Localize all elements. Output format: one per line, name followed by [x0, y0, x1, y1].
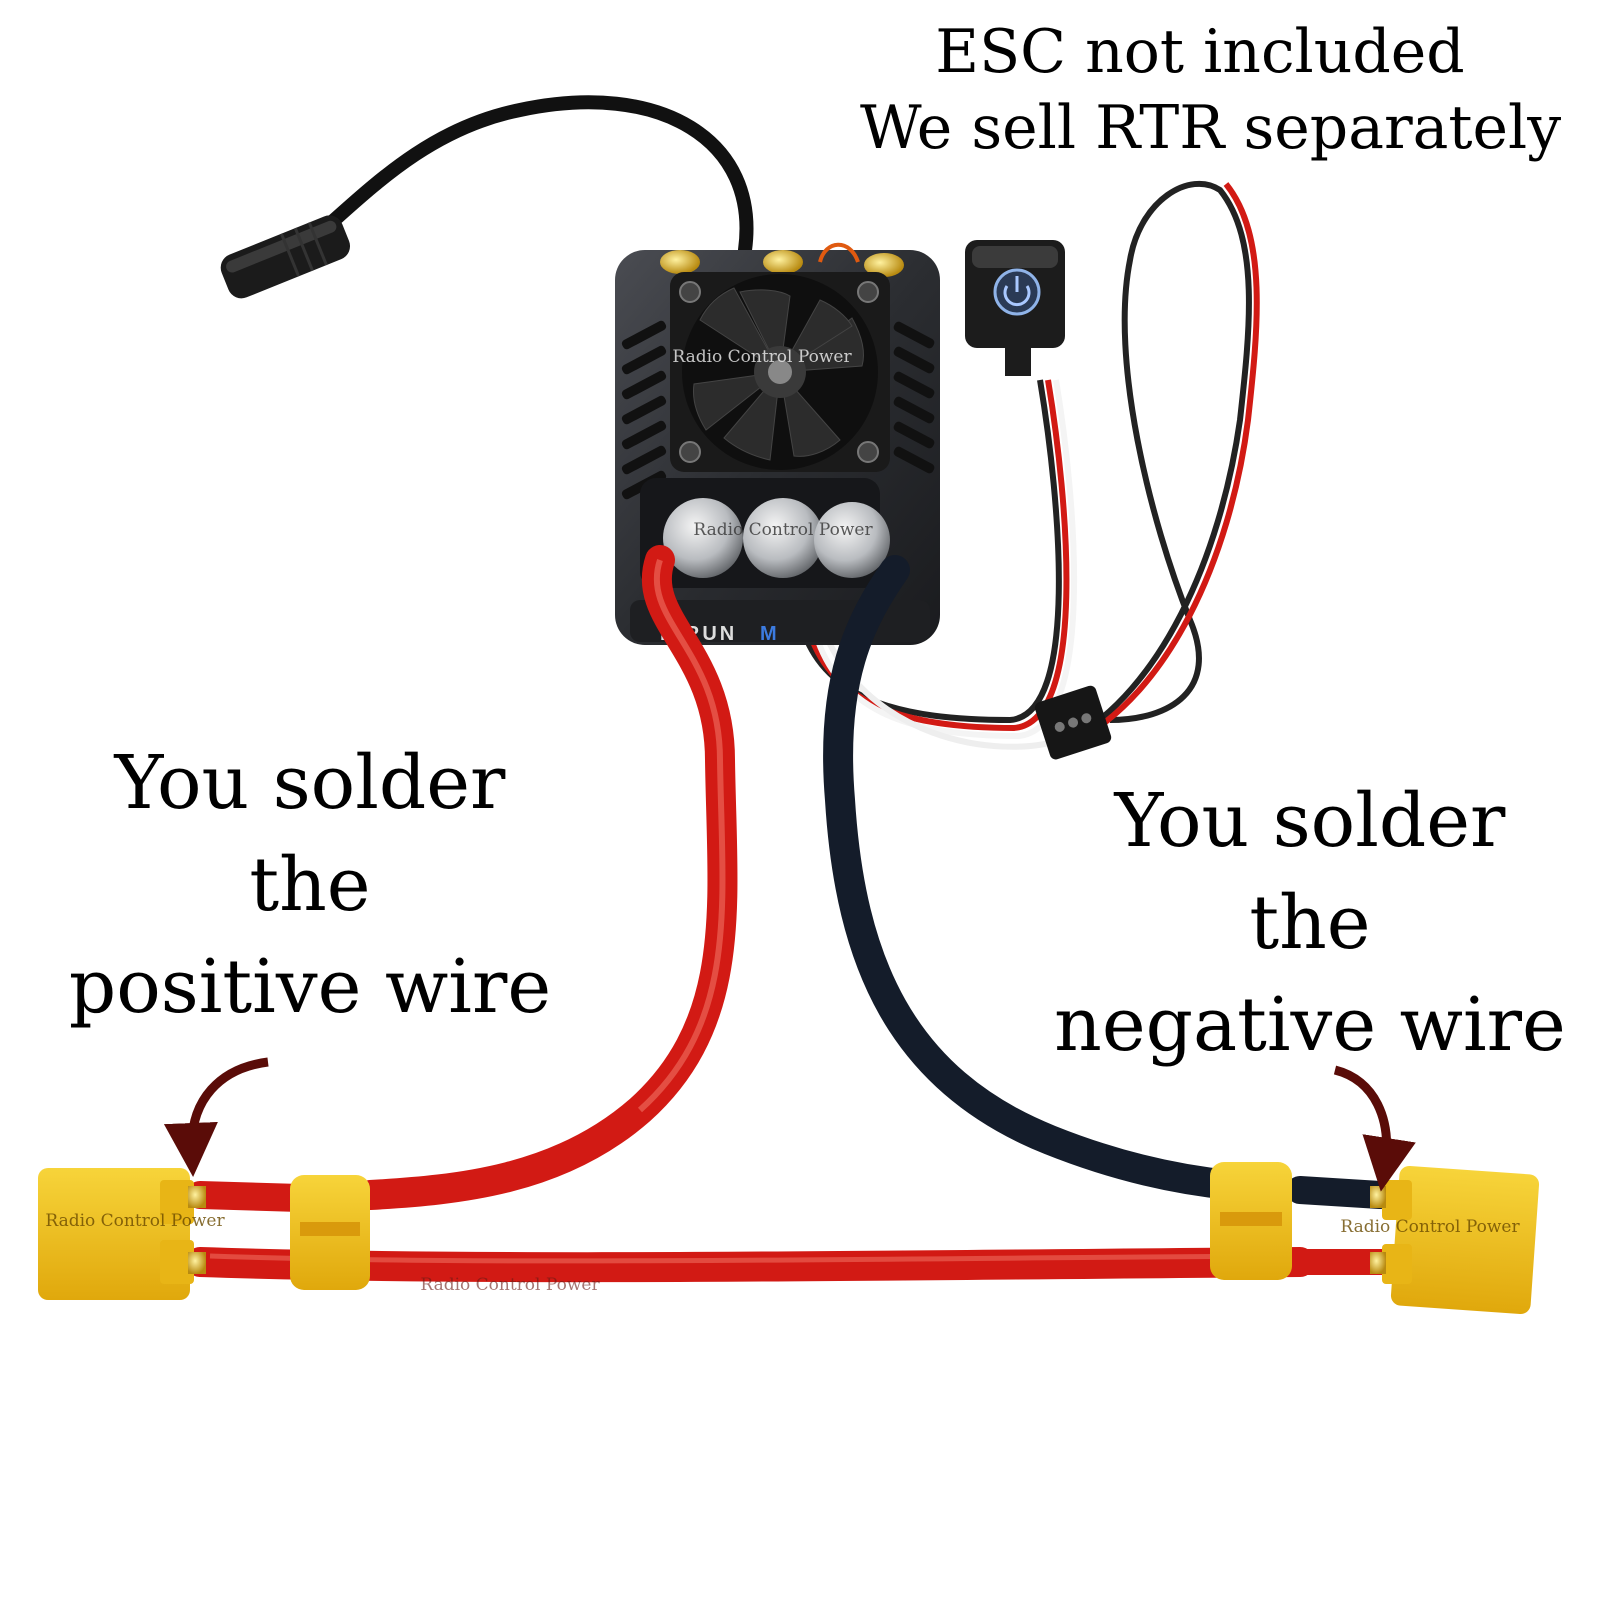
- wire-clamp-left: [290, 1175, 370, 1290]
- receiver-plug: [1034, 685, 1112, 760]
- arrow-left: [163, 1057, 269, 1177]
- svg-text:M: M: [760, 623, 777, 645]
- fan-icon: [670, 272, 890, 472]
- esc-note: ESC not included We sell RTR separately: [860, 14, 1562, 166]
- positive-note-line2: the: [249, 842, 371, 928]
- capacitor-bank: [640, 478, 890, 588]
- motor-terminal: [660, 250, 700, 274]
- sensor-plug: [220, 215, 351, 299]
- watermark-left-plug: Radio Control Power: [45, 1211, 225, 1231]
- esc-note-line2: We sell RTR separately: [860, 93, 1562, 163]
- wire-clamp-right: [1210, 1162, 1292, 1280]
- positive-note-line3: positive wire: [68, 944, 552, 1030]
- esc-unit: Radio Control Power Radio Control Power …: [615, 242, 940, 645]
- xt90-connector-right: [1370, 1165, 1540, 1315]
- sensor-cable: [220, 95, 754, 299]
- negative-note-line3: negative wire: [1054, 982, 1566, 1068]
- negative-wire-note: You solder the negative wire: [1030, 770, 1590, 1076]
- negative-note-line2: the: [1249, 880, 1371, 966]
- watermark-lower-wire: Radio Control Power: [420, 1275, 600, 1295]
- watermark-fan: Radio Control Power: [672, 347, 852, 367]
- negative-note-line1: You solder: [1114, 778, 1506, 864]
- arrow-right: [1333, 1065, 1416, 1192]
- motor-terminal: [763, 250, 803, 274]
- positive-note-line1: You solder: [114, 740, 506, 826]
- esc-note-line1: ESC not included: [935, 17, 1465, 87]
- watermark-right-plug: Radio Control Power: [1340, 1217, 1520, 1237]
- positive-wire-note: You solder the positive wire: [40, 732, 580, 1038]
- xt90-connector-left: [38, 1168, 206, 1300]
- motor-terminal: [864, 253, 904, 277]
- power-switch: [965, 240, 1065, 376]
- watermark-capacitors: Radio Control Power: [693, 520, 873, 540]
- negative-wire: [823, 555, 1245, 1200]
